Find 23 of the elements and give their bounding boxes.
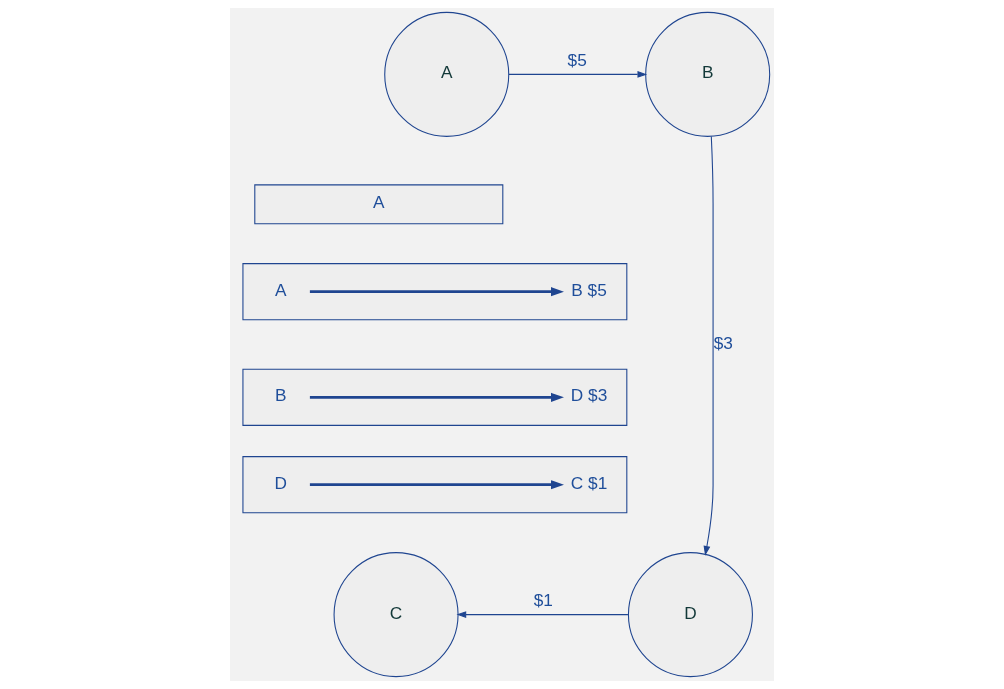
- node-circle: A: [384, 11, 510, 137]
- node-text: A: [274, 279, 287, 300]
- node-circle: B: [645, 11, 771, 137]
- arrow: [703, 136, 714, 556]
- cluster: [242, 456, 628, 514]
- edge-label: $5: [567, 49, 587, 70]
- arrow: [309, 392, 564, 402]
- node-text: D: [274, 472, 287, 493]
- node-text: D $3: [570, 385, 608, 406]
- cluster: [242, 263, 628, 321]
- node-text: C $1: [570, 472, 608, 493]
- arrow: [456, 611, 629, 618]
- node-circle: C: [333, 552, 459, 678]
- arrow: [309, 480, 564, 490]
- arrow: [309, 287, 564, 297]
- cluster: [242, 368, 628, 426]
- edge-label: $3: [713, 332, 733, 353]
- node-box: A: [254, 184, 504, 225]
- arrow: [508, 71, 648, 78]
- node-circle: D: [627, 552, 753, 678]
- node-text: B: [274, 385, 287, 406]
- edge-label: $1: [533, 589, 553, 610]
- node-text: B $5: [571, 279, 607, 300]
